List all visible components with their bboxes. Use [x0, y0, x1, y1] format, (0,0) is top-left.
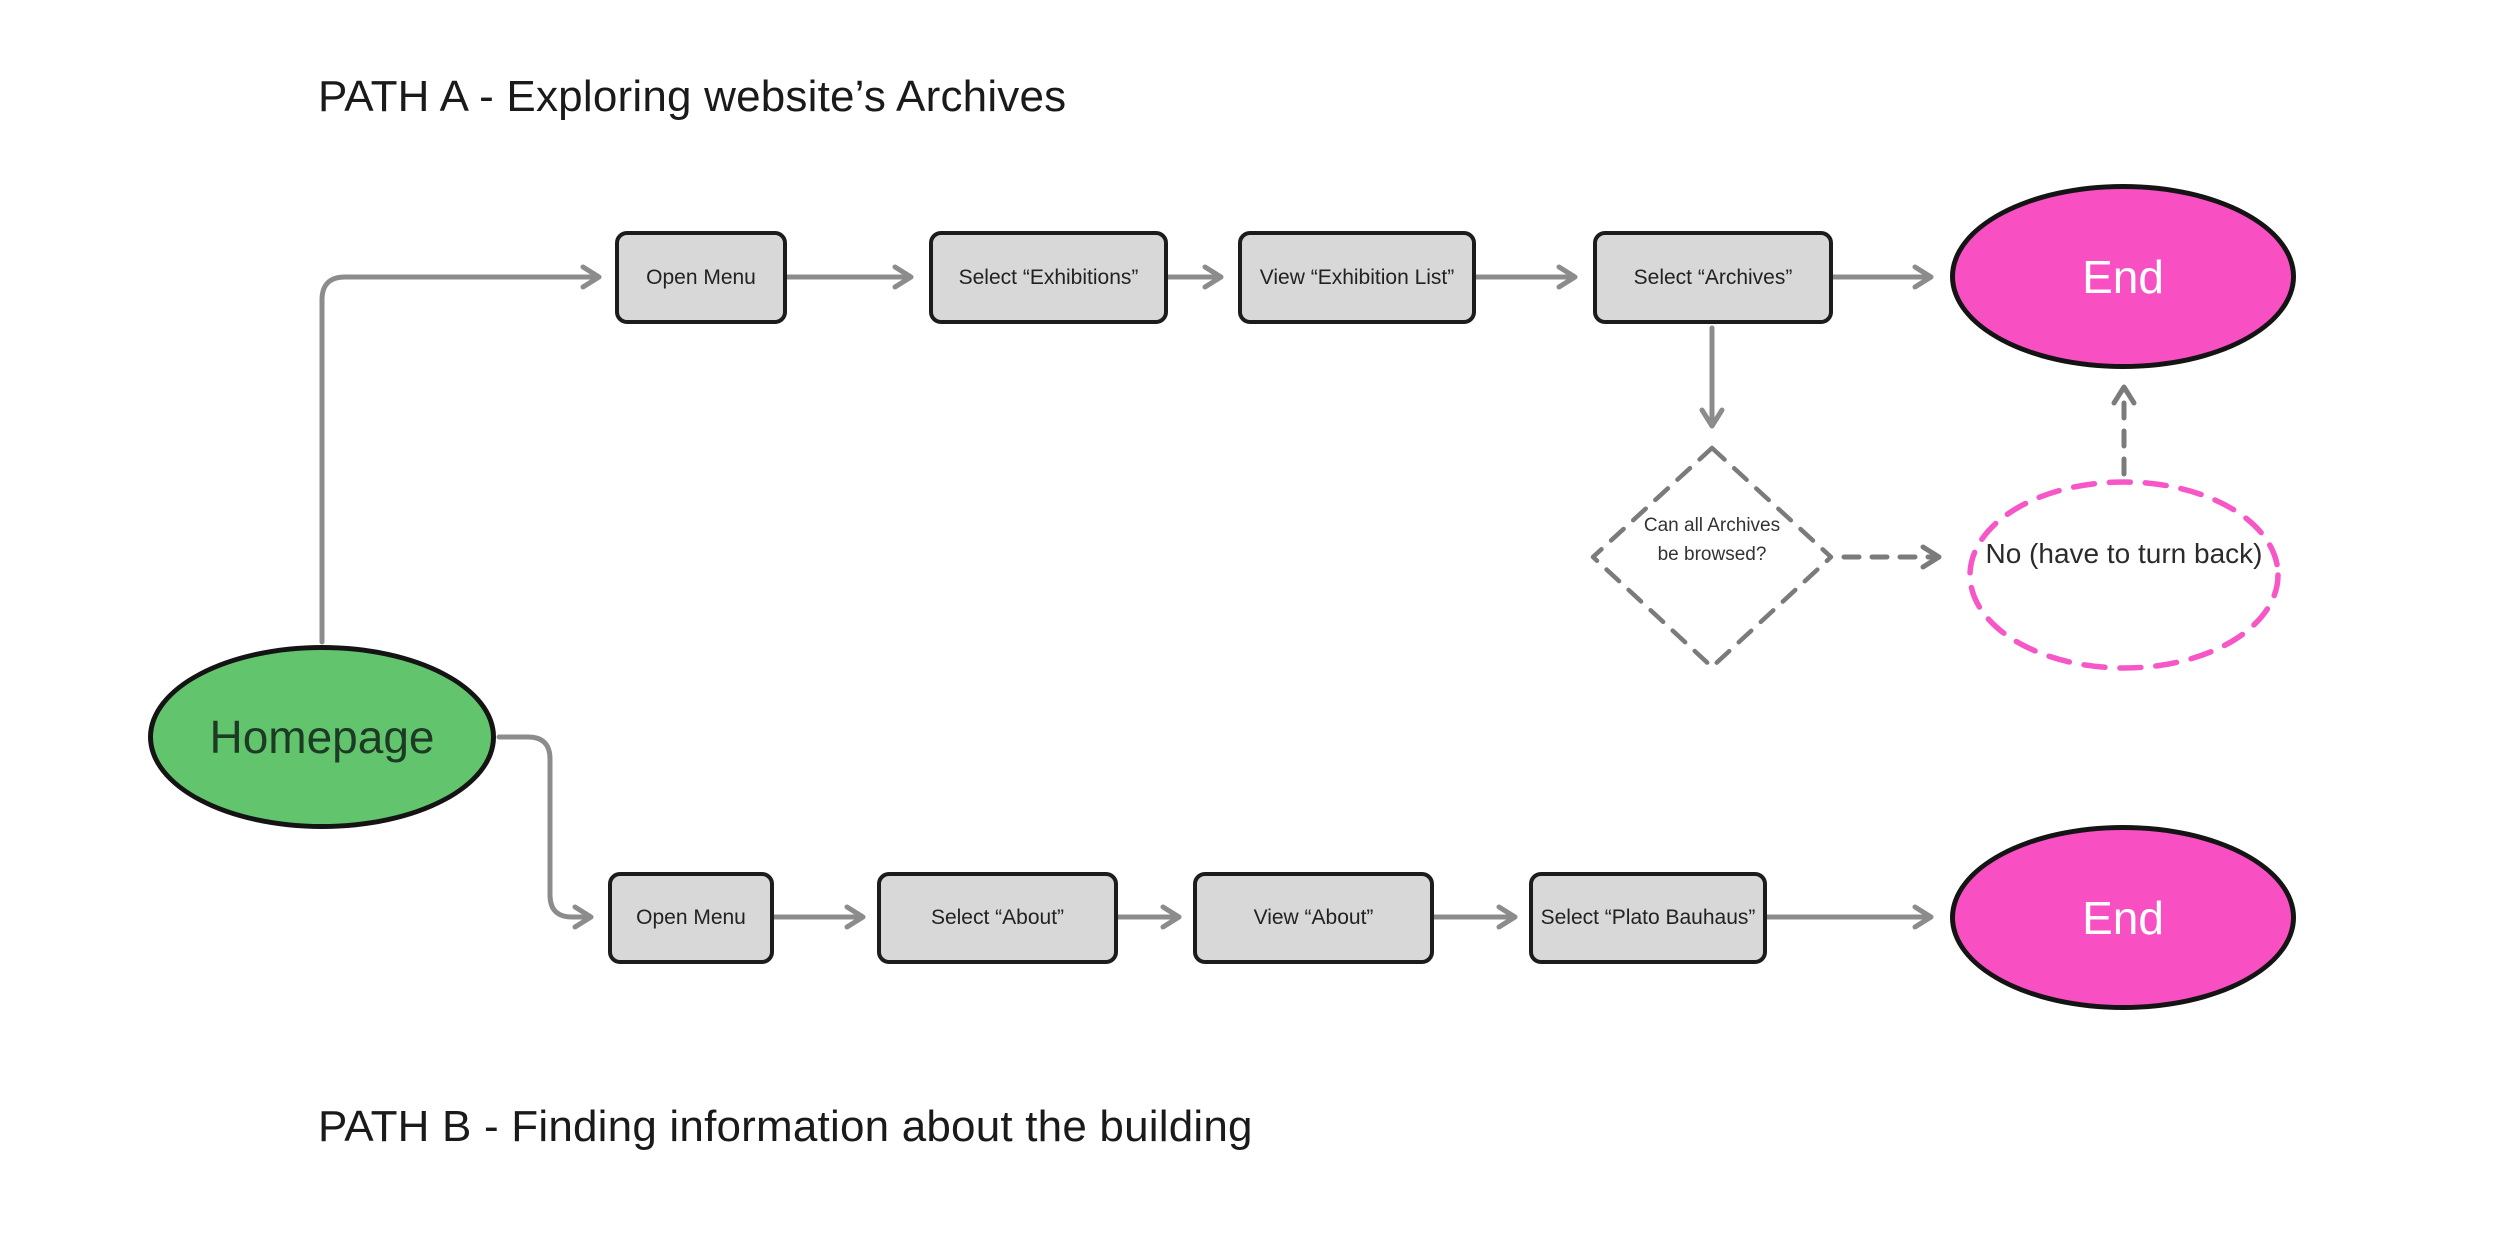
connector-homepage-to-path-b — [496, 734, 594, 930]
step-label: Select “Archives” — [1633, 265, 1793, 289]
end-node-label: End — [2082, 250, 2164, 303]
step-label: Select “Plato Bauhaus” — [1540, 906, 1756, 929]
path-b-step-select-plato-bauhaus: Select “Plato Bauhaus” — [1529, 872, 1767, 964]
path-a-step-select-archives: Select “Archives” — [1593, 231, 1833, 324]
path-a-step-select-exhibitions: Select “Exhibitions” — [929, 231, 1168, 324]
start-node-label: Homepage — [209, 711, 435, 763]
end-node-label: End — [2082, 891, 2164, 944]
step-label: View “About” — [1253, 906, 1374, 929]
decision-label: Can all Archives be browsed? — [1643, 515, 1781, 565]
step-label: Select “About” — [930, 906, 1065, 929]
outcome-label: No (have to turn back) — [1985, 538, 2263, 569]
start-node-homepage: Homepage — [148, 645, 496, 829]
path-a-step-view-exhibition-list: View “Exhibition List” — [1238, 231, 1476, 324]
connector-homepage-to-path-a — [319, 264, 602, 645]
path-b-title: PATH B - Finding information about the b… — [318, 1102, 1253, 1151]
step-label: Open Menu — [646, 265, 756, 289]
path-b-step-select-about: Select “About” — [877, 872, 1118, 964]
path-a-title: PATH A - Exploring website’s Archives — [318, 72, 1067, 121]
step-label: Select “Exhibitions” — [958, 265, 1139, 289]
end-node-path-a: End — [1950, 184, 2296, 369]
step-label: View “Exhibition List” — [1259, 265, 1455, 289]
path-b-step-view-about: View “About” — [1193, 872, 1434, 964]
path-b-step-open-menu: Open Menu — [608, 872, 774, 964]
outcome-ellipse — [1967, 479, 2281, 671]
end-node-path-b: End — [1950, 825, 2296, 1010]
path-a-step-open-menu: Open Menu — [615, 231, 787, 324]
step-label: Open Menu — [636, 906, 746, 929]
